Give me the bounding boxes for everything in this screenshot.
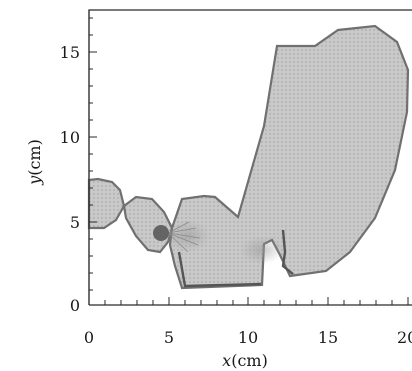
y-tick-label-5: 5 xyxy=(70,213,80,232)
y-axis-title: y(cm) xyxy=(25,139,44,186)
x-axis-unit: (cm) xyxy=(231,351,268,370)
x-tick-label-5: 5 xyxy=(164,328,174,347)
source-dot xyxy=(153,225,169,241)
x-tick-labels: 0 5 10 15 20 xyxy=(84,328,412,347)
source-streaks xyxy=(167,221,201,253)
x-tick-label-15: 15 xyxy=(318,328,338,347)
x-tick-label-20: 20 xyxy=(397,328,412,347)
y-tick-labels: 0 5 10 15 xyxy=(60,43,80,315)
y-ticks xyxy=(89,17,97,306)
region-second-lobe xyxy=(122,195,174,254)
region-main-chamber xyxy=(168,24,410,290)
y-tick-label-15: 15 xyxy=(60,43,80,62)
x-axis-title: x(cm) xyxy=(222,351,268,370)
x-ticks xyxy=(88,297,409,305)
y-tick-label-0: 0 xyxy=(70,296,80,315)
x-axis xyxy=(88,297,412,306)
y-axis xyxy=(88,10,97,306)
x-tick-label-10: 10 xyxy=(238,328,258,347)
y-tick-label-10: 10 xyxy=(60,128,80,147)
outlet-glow xyxy=(240,236,284,264)
y-axis-unit: (cm) xyxy=(25,139,44,176)
x-axis-var: x xyxy=(222,351,231,370)
region-left-lobe xyxy=(87,177,126,230)
interior-wall-bottom xyxy=(177,251,262,288)
y-axis-var: y xyxy=(25,175,44,186)
interior-wall-hook xyxy=(281,229,294,275)
x-tick-label-0: 0 xyxy=(84,328,94,347)
